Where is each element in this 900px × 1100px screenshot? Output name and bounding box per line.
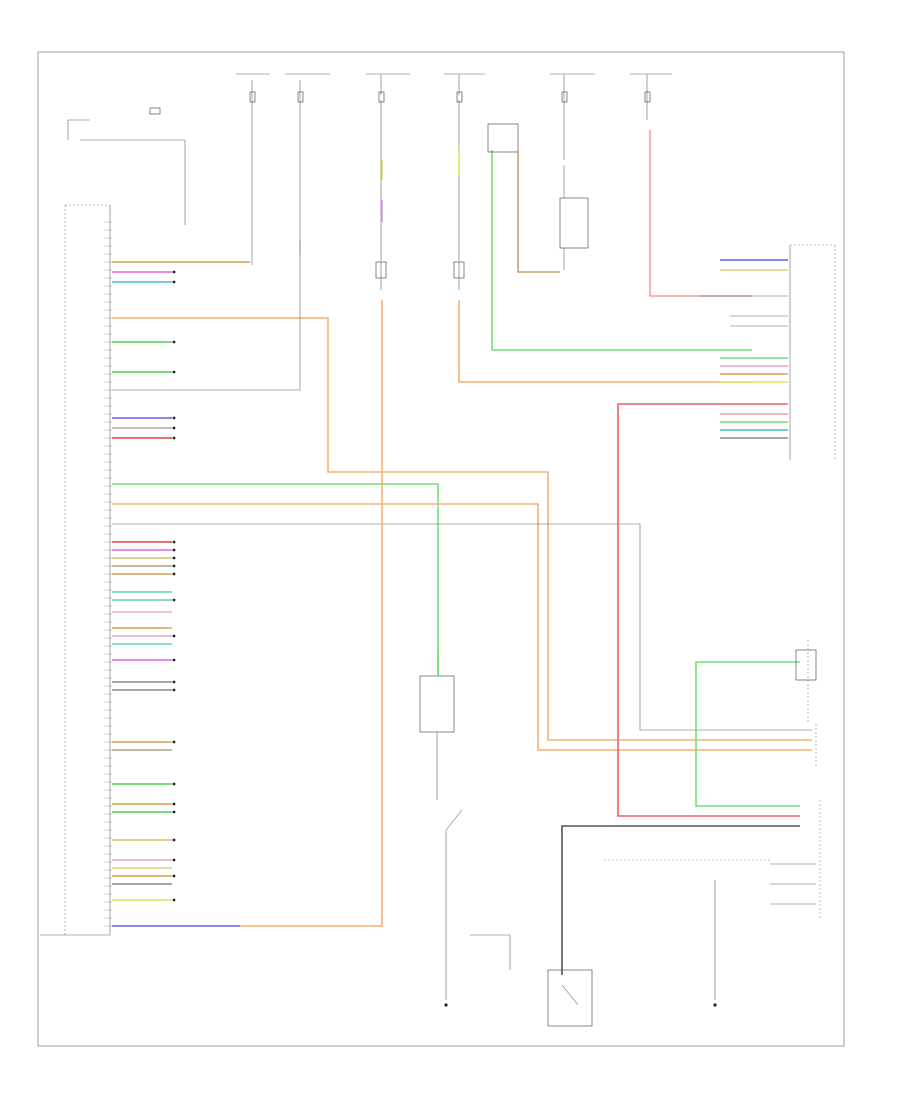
- wire-tan-top: [517, 150, 560, 273]
- right-lower-connector: [770, 724, 821, 920]
- wire-dark-gray-right: [561, 825, 800, 975]
- fuse-1: [236, 73, 270, 265]
- center-bottom-module: [419, 650, 455, 800]
- bottom-center-ground: [470, 934, 511, 970]
- center-bottom-switch: [444, 809, 463, 1007]
- left-wire-dots: [172, 270, 176, 902]
- left-ecu-connector: [64, 204, 111, 935]
- fuse-2: [285, 73, 330, 255]
- left-colored-wires: [112, 261, 250, 927]
- bottom-relay: [547, 969, 593, 1027]
- wire-green-center: [112, 483, 439, 676]
- top-center-box: [487, 123, 519, 153]
- wire-red-top: [649, 130, 752, 297]
- wire-orange-upper: [112, 317, 812, 741]
- right-ecu-connector: [789, 244, 836, 460]
- wire-orange-vertical: [240, 300, 383, 927]
- wire-orange-lower: [112, 503, 812, 751]
- wire-dark-left: [112, 240, 301, 391]
- top-left-component: [67, 107, 186, 225]
- wire-gray-thin: [112, 523, 812, 731]
- bottom-right-ground: [713, 880, 717, 1007]
- relay-right-top: [559, 165, 589, 270]
- top-fuse-row: [236, 73, 672, 265]
- fuse-5: [550, 73, 595, 160]
- fuse-4: [444, 73, 485, 103]
- right-middle-switch: [695, 640, 817, 807]
- left-pin-stubs: [104, 221, 112, 927]
- wire-red-long: [617, 403, 800, 817]
- fuse-6: [630, 73, 672, 120]
- wire-green-top: [491, 150, 752, 351]
- fuse-3: [366, 73, 410, 103]
- diagram-frame: [37, 51, 845, 1047]
- center-relay-column: [375, 100, 752, 383]
- right-colored-wires: [700, 259, 788, 439]
